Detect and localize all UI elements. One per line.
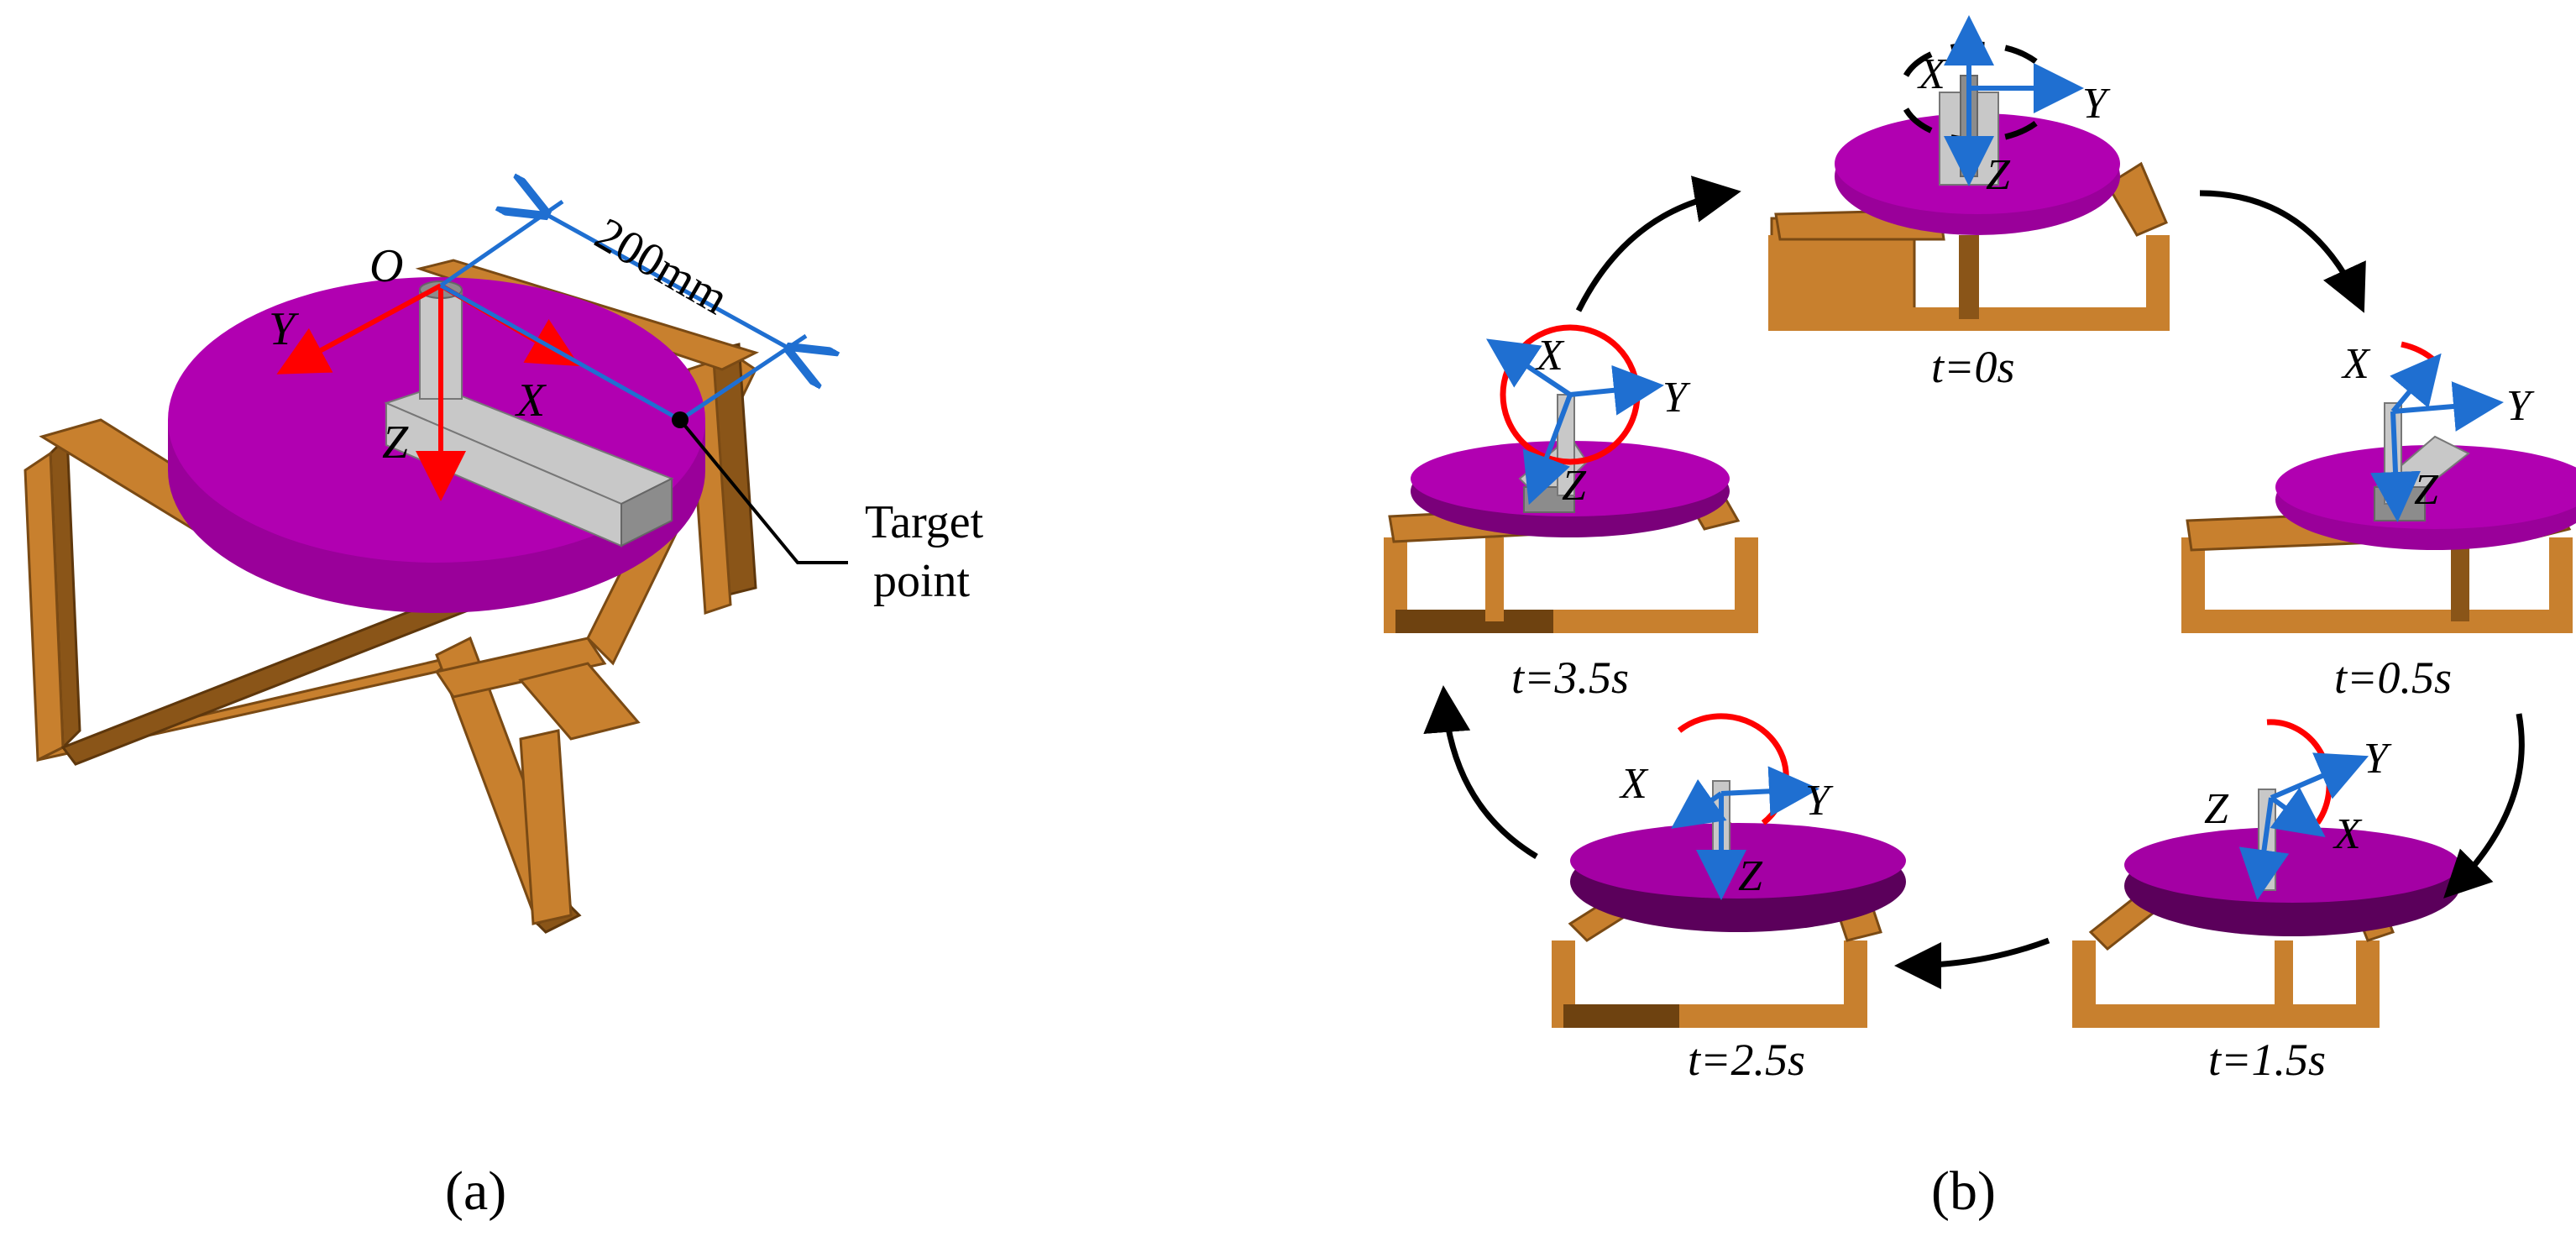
panel-a: O Y X Z 200mm Target point (a) [24, 202, 984, 1222]
t15-axis-z: Z [2204, 785, 2229, 833]
snapshot-t0: X Y Z [1768, 15, 2170, 331]
arrow-t05-to-t15 [2443, 713, 2525, 899]
cycle-arrows [1423, 176, 2525, 989]
t35-axis-z: Z [1562, 462, 1587, 510]
t35-axis-x: X [1535, 332, 1565, 380]
time-label-3: t=2.5s [1688, 1035, 1805, 1085]
t0-axis-y: Y [2082, 80, 2111, 128]
arrow-t15-to-t25 [1894, 937, 2050, 989]
t25-axis-z: Z [1738, 852, 1763, 900]
snapshot-t15: Y X Z [2072, 719, 2460, 1028]
snapshot-t05: X Y Z [2181, 340, 2576, 633]
axis-z-label: Z [382, 417, 409, 469]
axis-x-label: X [515, 375, 547, 427]
t15-axis-x: X [2333, 810, 2363, 858]
axis-y-arrow [276, 283, 442, 375]
t35-axis-y: Y [1662, 374, 1691, 422]
snapshot-t25: X Y Z [1552, 713, 1906, 1028]
time-label-4: t=3.5s [1511, 652, 1629, 703]
snapshot-t35: X Y Z [1384, 324, 1758, 633]
time-label-2: t=1.5s [2208, 1035, 2326, 1085]
t25-axis-y: Y [1805, 777, 1834, 825]
arrow-t25-to-t35 [1423, 685, 1538, 860]
t15-axis-y: Y [2364, 735, 2392, 783]
t0-axis-x: X [1917, 50, 1947, 98]
panel-a-axes [276, 202, 848, 564]
t05-axis-x: X [2341, 340, 2371, 388]
target-leader-line [678, 418, 848, 564]
panel-b: X Y Z t=0s X Y Z t=0.5s [1384, 15, 2576, 1222]
target-label-line2: point [873, 555, 971, 607]
dimension-arrow [546, 214, 789, 348]
arrow-t0-to-t05 [2199, 190, 2366, 313]
time-label-0: t=0s [1931, 342, 2014, 392]
caption-b: (b) [1931, 1161, 1996, 1222]
t05-axis-z: Z [2414, 466, 2439, 514]
origin-label: O [369, 240, 403, 292]
time-label-1: t=0.5s [2334, 652, 2452, 703]
arrow-t35-to-t0 [1575, 176, 1741, 312]
t25-axis-x: X [1619, 760, 1649, 808]
target-label-line1: Target [865, 496, 984, 548]
axis-y-label: Y [269, 303, 300, 355]
t05-axis-y: Y [2506, 382, 2535, 430]
caption-a: (a) [445, 1161, 506, 1222]
t0-axis-z: Z [1986, 151, 2011, 199]
panel-a-end-effector [384, 280, 674, 548]
